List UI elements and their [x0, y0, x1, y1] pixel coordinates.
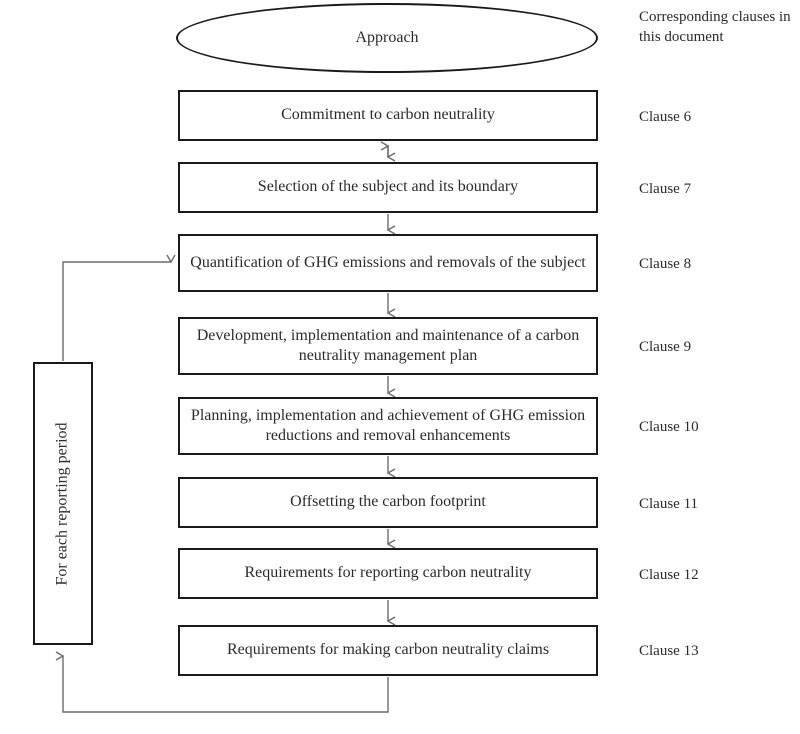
node-approach[interactable]: Approach — [176, 3, 598, 73]
node-label: Offsetting the carbon footprint — [290, 493, 486, 511]
node-requirements-for-claims[interactable]: Requirements for making carbon neutralit… — [178, 625, 598, 676]
connector-feedback-upper — [62, 254, 176, 361]
node-for-each-reporting-period[interactable]: For each reporting period — [33, 362, 93, 645]
node-label: Commitment to carbon neutrality — [281, 106, 495, 124]
node-approach-label: Approach — [355, 29, 419, 46]
clause-column-header: Corresponding clauses in this document — [639, 9, 791, 46]
node-label: Quantification of GHG emissions and remo… — [190, 253, 586, 271]
clause-note-11: Clause 11 — [639, 496, 699, 512]
clause-note-13: Clause 13 — [639, 643, 699, 659]
node-label: Development, implementation and maintena… — [196, 326, 580, 364]
node-label: Selection of the subject and its boundar… — [257, 178, 519, 196]
node-offsetting-the-carbon-footprint[interactable]: Offsetting the carbon footprint — [178, 477, 598, 528]
node-development-of-management-plan[interactable]: Development, implementation and maintena… — [178, 317, 598, 375]
clause-note-9: Clause 9 — [639, 339, 692, 355]
node-requirements-for-reporting[interactable]: Requirements for reporting carbon neutra… — [178, 548, 598, 599]
node-label: Planning, implementation and achievement… — [190, 406, 586, 444]
clause-note-6: Clause 6 — [639, 109, 692, 125]
node-selection-of-subject-and-boundary[interactable]: Selection of the subject and its boundar… — [178, 162, 598, 213]
clause-note-12: Clause 12 — [639, 567, 699, 583]
clause-note-7: Clause 7 — [639, 181, 692, 197]
node-commitment-to-carbon-neutrality[interactable]: Commitment to carbon neutrality — [178, 90, 598, 141]
node-planning-ghg-emission-reductions[interactable]: Planning, implementation and achievement… — [178, 397, 598, 455]
clause-note-8: Clause 8 — [639, 256, 692, 272]
clause-note-10: Clause 10 — [639, 419, 699, 435]
node-label: Requirements for making carbon neutralit… — [226, 641, 550, 659]
node-for-each-reporting-period-label: For each reporting period — [54, 421, 71, 586]
node-quantification-of-ghg-emissions[interactable]: Quantification of GHG emissions and remo… — [178, 234, 598, 292]
node-label: Requirements for reporting carbon neutra… — [244, 564, 532, 582]
